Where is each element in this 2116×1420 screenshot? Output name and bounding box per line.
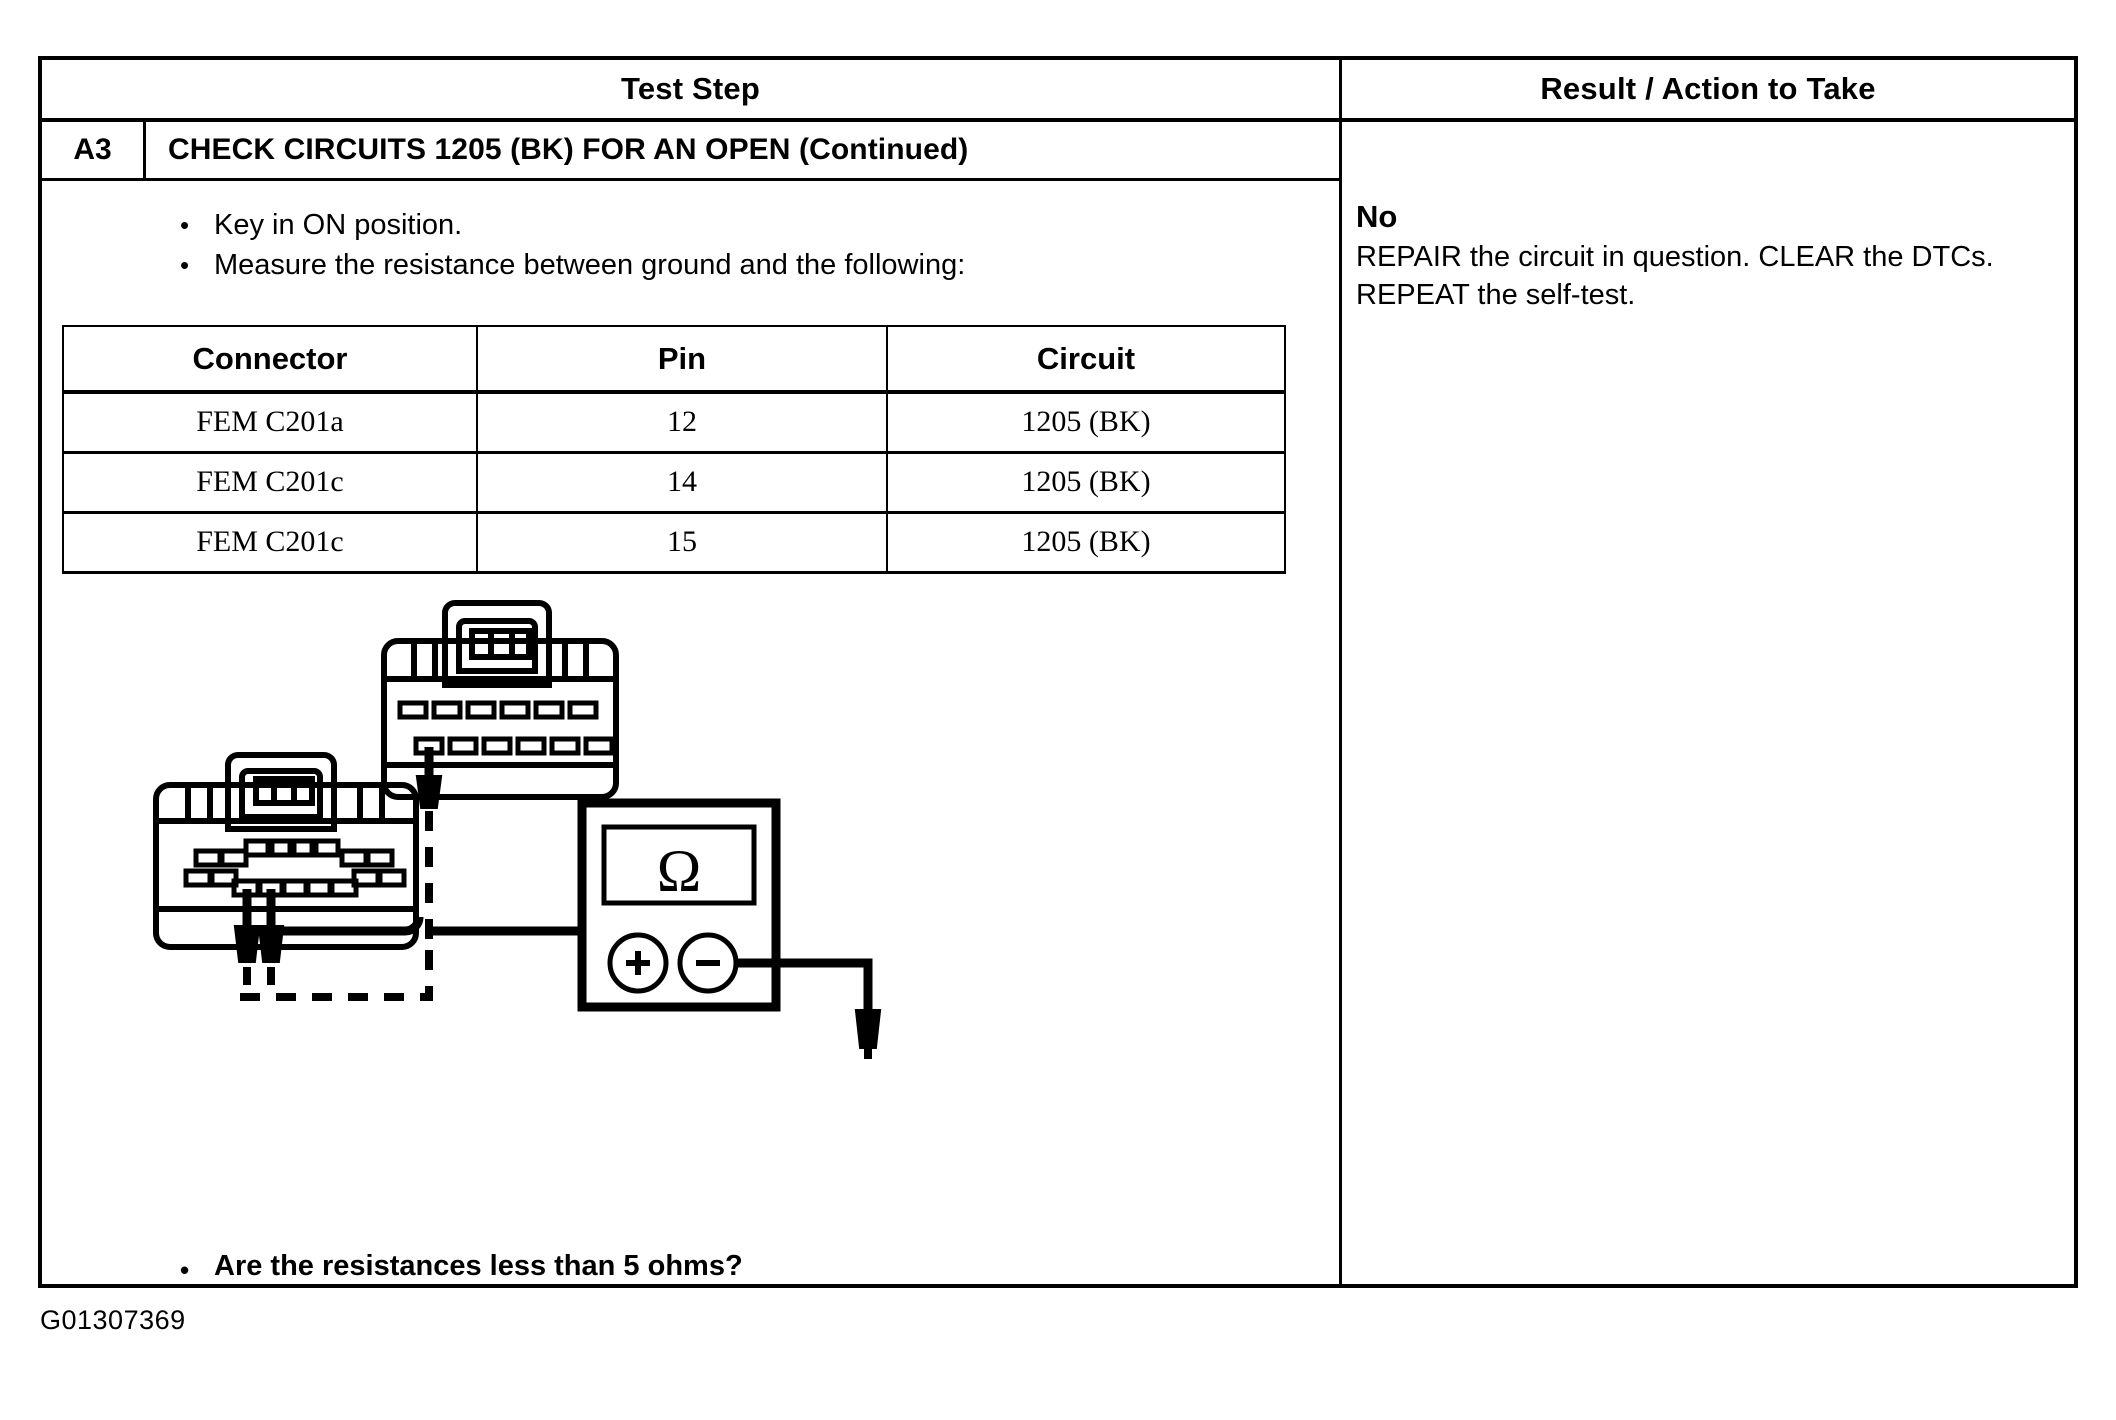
cell-circuit: 1205 (BK) (886, 511, 1286, 574)
column-header-circuit: Circuit (886, 325, 1286, 394)
ohmmeter (577, 798, 781, 1012)
column-header-result-action: Result / Action to Take (1339, 60, 2074, 118)
test-step-cell: A3 CHECK CIRCUITS 1205 (BK) FOR AN OPEN … (42, 122, 1339, 1285)
test-question-label: Are the resistances less than 5 ohms? (214, 1250, 743, 1282)
step-id: A3 (42, 122, 146, 178)
connector-left-c201c (153, 752, 419, 950)
cell-connector: FEM C201a (62, 391, 478, 454)
list-item: • Measure the resistance between ground … (42, 245, 1339, 285)
table-body-row: A3 CHECK CIRCUITS 1205 (BK) FOR AN OPEN … (42, 122, 2074, 1285)
cell-circuit: 1205 (BK) (886, 391, 1286, 454)
table-row: FEM C201a 12 1205 (BK) (62, 391, 1286, 454)
bullet-icon: • (180, 250, 190, 280)
list-item-label: Key in ON position. (214, 209, 463, 241)
test-step-content: • Key in ON position. • Measure the resi… (42, 181, 1339, 1285)
probe-top-connector (415, 747, 443, 809)
instruction-list: • Key in ON position. • Measure the resi… (42, 205, 1339, 285)
meter-ohm-symbol: Ω (657, 838, 702, 904)
result-action-text: REPAIR the circuit in question. CLEAR th… (1356, 241, 1994, 311)
table-row: FEM C201c 14 1205 (BK) (62, 451, 1286, 514)
result-answer: No (1356, 199, 1398, 234)
column-header-test-step: Test Step (620, 71, 761, 106)
connector-top-c201a (381, 600, 619, 800)
cell-pin: 14 (476, 451, 888, 514)
step-header-bar: A3 CHECK CIRCUITS 1205 (BK) FOR AN OPEN … (42, 122, 1339, 181)
cell-connector: FEM C201c (62, 451, 478, 514)
resistance-measurement-diagram: Ω (152, 579, 1272, 1059)
column-header-connector: Connector (62, 325, 478, 394)
step-title: CHECK CIRCUITS 1205 (BK) FOR AN OPEN (Co… (168, 133, 969, 166)
diagnostic-procedure-table: Test Step Result / Action to Take A3 CHE… (38, 56, 2078, 1288)
result-action-cell: No REPAIR the circuit in question. CLEAR… (1339, 122, 2074, 1284)
table-head-row: Connector Pin Circuit (62, 325, 1286, 394)
test-question: • Are the resistances less than 5 ohms? (42, 1250, 1339, 1290)
column-header-pin: Pin (476, 325, 888, 394)
list-item-label: Measure the resistance between ground an… (214, 249, 966, 281)
probe-left-connector-pin-15 (257, 889, 285, 963)
figure-id: G01307369 (40, 1305, 186, 1335)
list-item: • Key in ON position. (42, 205, 1339, 245)
ground-symbol (864, 1047, 872, 1059)
cell-circuit: 1205 (BK) (886, 451, 1286, 514)
cell-connector: FEM C201c (62, 511, 478, 574)
bullet-icon: • (180, 210, 190, 240)
cell-pin: 12 (476, 391, 888, 454)
bullet-icon: • (180, 1255, 190, 1285)
connector-pin-table: Connector Pin Circuit FEM C201a 12 1205 … (62, 325, 1286, 574)
probe-left-connector-pin-14 (233, 889, 261, 963)
table-header-row: Test Step Result / Action to Take (42, 60, 2074, 122)
cell-pin: 15 (476, 511, 888, 574)
table-row: FEM C201c 15 1205 (BK) (62, 511, 1286, 574)
